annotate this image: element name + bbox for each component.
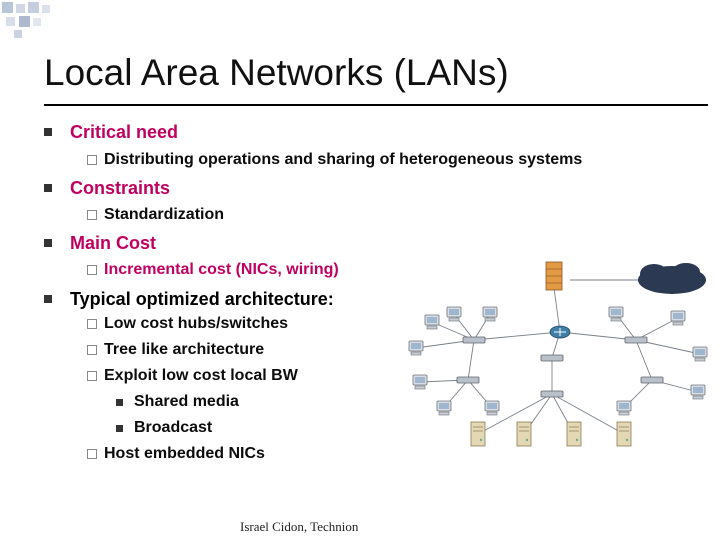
- switch-icon: [540, 354, 564, 362]
- computer-icon: [436, 400, 452, 416]
- sub-sub-bullet-shared-media: Shared media: [134, 393, 239, 410]
- server-icon: [566, 421, 582, 447]
- sub-bullet-marker: [87, 265, 97, 275]
- internet-cloud-icon: [638, 263, 706, 294]
- sub-bullet-marker: [87, 371, 97, 381]
- server-icon: [616, 421, 632, 447]
- computer-icon: [446, 306, 462, 322]
- sub-bullet-low-cost-hubs: Low cost hubs/switches: [104, 315, 289, 332]
- computer-icon: [424, 314, 440, 330]
- router-icon: [549, 325, 571, 339]
- computer-icon: [616, 400, 632, 416]
- switch-icon: [462, 336, 486, 344]
- firewall-icon: [545, 261, 563, 291]
- network-diagram: [408, 261, 708, 447]
- computer-icon: [484, 400, 500, 416]
- computer-icon: [670, 310, 686, 326]
- slide-title: Local Area Networks (LANs): [44, 52, 509, 93]
- switch-icon: [624, 336, 648, 344]
- computer-icon: [408, 340, 424, 356]
- sub-bullet-incremental-cost: Incremental cost (NICs, wiring): [104, 261, 339, 278]
- computer-icon: [692, 346, 708, 362]
- sub-sub-bullet-broadcast: Broadcast: [134, 419, 213, 436]
- sub-sub-bullet-marker: [116, 399, 123, 406]
- sub-bullet-marker: [87, 319, 97, 329]
- bullet-constraints: Constraints: [70, 178, 171, 198]
- computer-icon: [608, 306, 624, 322]
- sub-sub-bullet-marker: [116, 425, 123, 432]
- switch-icon: [640, 376, 664, 384]
- bullet-marker: [44, 128, 52, 136]
- sub-bullet-marker: [87, 155, 97, 165]
- sub-bullet-tree-architecture: Tree like architecture: [104, 341, 265, 358]
- sub-bullet-marker: [87, 449, 97, 459]
- sub-bullet-standardization: Standardization: [104, 206, 225, 223]
- computer-icon: [690, 384, 706, 400]
- server-icon: [516, 421, 532, 447]
- bullet-main-cost: Main Cost: [70, 233, 157, 253]
- sub-bullet-host-nics: Host embedded NICs: [104, 445, 265, 462]
- server-icon: [470, 421, 486, 447]
- footer-credit: Israel Cidon, Technion: [240, 519, 359, 534]
- bullet-typical-architecture: Typical optimized architecture:: [70, 289, 334, 309]
- bullet-critical-need: Critical need: [70, 122, 179, 142]
- computer-icon: [412, 374, 428, 390]
- switch-icon: [456, 376, 480, 384]
- sub-bullet-exploit-bw: Exploit low cost local BW: [104, 367, 298, 384]
- computer-icon: [482, 306, 498, 322]
- bullet-marker: [44, 295, 52, 303]
- switch-icon: [540, 390, 564, 398]
- sub-bullet-marker: [87, 210, 97, 220]
- decorative-squares: [2, 2, 50, 38]
- bullet-marker: [44, 239, 52, 247]
- sub-bullet-marker: [87, 345, 97, 355]
- bullet-marker: [44, 184, 52, 192]
- sub-bullet-distributing: Distributing operations and sharing of h…: [104, 151, 583, 168]
- title-underline: [44, 104, 708, 106]
